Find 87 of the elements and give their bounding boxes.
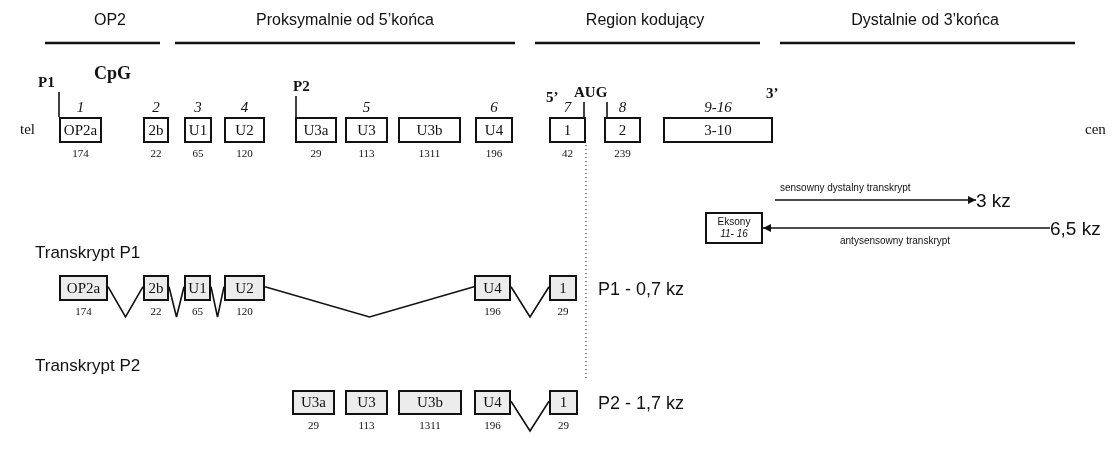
exon-box: 2b xyxy=(143,117,169,143)
exon-box: U1 xyxy=(184,117,212,143)
splice-line xyxy=(210,285,225,318)
exon-number: 9-16 xyxy=(703,100,733,115)
marker-line xyxy=(606,101,608,118)
exon-length: 22 xyxy=(149,148,163,159)
exon-box: U3a xyxy=(292,390,335,415)
exon-box: OP2a xyxy=(59,275,108,301)
exon-box: U3b xyxy=(398,117,461,143)
exon-box: U3 xyxy=(345,390,388,415)
exon-length: 196 xyxy=(483,420,502,431)
exon-number: 4 xyxy=(239,100,250,115)
exon-box: U3a xyxy=(295,117,337,143)
transcript-heading: Transkrypt P1 xyxy=(35,244,141,261)
splice-line xyxy=(107,285,144,319)
exon-number: 3 xyxy=(193,100,203,115)
exon-box: U4 xyxy=(475,117,513,143)
edge-label: antysensowny transkrypt xyxy=(840,236,951,246)
marker-line xyxy=(295,95,297,118)
exon-box: 2 xyxy=(604,117,641,143)
exon-length: 196 xyxy=(484,148,504,159)
exon-length: 174 xyxy=(74,306,93,317)
site-label: P2 xyxy=(293,78,310,95)
exon-length: 42 xyxy=(561,148,574,159)
arrow xyxy=(762,224,1051,232)
exon-length: 22 xyxy=(149,306,163,317)
section-heading: Region kodujący xyxy=(584,12,706,28)
marker-line xyxy=(58,91,60,118)
exon-length: 1311 xyxy=(418,420,442,431)
section-heading: Dystalnie od 3’końca xyxy=(850,12,1000,28)
exon-box: U3b xyxy=(398,390,462,415)
exon-length: 29 xyxy=(557,420,570,431)
size-label: 6,5 kz xyxy=(1050,215,1101,241)
exon-box: 1 xyxy=(549,117,586,143)
site-label: P1 xyxy=(38,74,55,91)
exon-box: 3-10 xyxy=(663,117,773,143)
exon-box: 1 xyxy=(549,390,578,415)
exon-number: 8 xyxy=(617,100,628,115)
section-heading: Proksymalnie od 5’końca xyxy=(255,12,435,28)
exon-box: U3 xyxy=(345,117,388,143)
arrow xyxy=(774,196,977,204)
exon-length: 120 xyxy=(235,306,254,317)
exon-length: 1311 xyxy=(417,148,442,159)
exon-box: U4 xyxy=(474,275,511,301)
edge-label: sensowny dystalny transkrypt xyxy=(780,183,911,193)
exon-box: U1 xyxy=(184,275,211,301)
exon-number: 7 xyxy=(562,100,573,115)
exon-box: 1 xyxy=(549,275,577,301)
marker-line xyxy=(583,101,585,118)
exon-number: 1 xyxy=(75,100,86,115)
size-label: 3 kz xyxy=(976,187,1011,213)
exon-box: U4 xyxy=(474,390,511,415)
transcript-heading: Transkrypt P2 xyxy=(35,357,141,374)
splice-line xyxy=(510,285,550,319)
exon-length: 29 xyxy=(307,420,320,431)
end-label: cen xyxy=(1085,122,1106,137)
exon-length: 120 xyxy=(235,148,254,159)
transcript-size: P1 - 0,7 kz xyxy=(598,280,685,298)
exon-length: 29 xyxy=(556,306,570,317)
exon-length: 239 xyxy=(613,148,632,159)
site-label: AUG xyxy=(574,84,608,101)
transcript-size: P2 - 1,7 kz xyxy=(598,394,685,412)
splice-line xyxy=(168,285,185,318)
end-label: 5’ xyxy=(546,90,559,105)
section-heading: OP2 xyxy=(93,12,127,28)
box-heading: Eksony xyxy=(717,216,751,228)
exon-length: 29 xyxy=(309,148,323,159)
exon-number: 6 xyxy=(489,100,499,115)
exon-number: 2 xyxy=(151,100,161,115)
box-subtext: 11- 16 xyxy=(720,228,748,240)
exon-box: U2 xyxy=(224,117,265,143)
exon-number: 5 xyxy=(361,100,372,115)
splice-line xyxy=(264,285,475,318)
exon-length: 113 xyxy=(357,148,376,159)
exon-box: 2b xyxy=(143,275,169,301)
splice-line xyxy=(510,400,550,433)
exon-length: 196 xyxy=(483,306,502,317)
exon-length: 174 xyxy=(71,148,90,159)
end-label: 3’ xyxy=(766,86,779,101)
exon-box: OP2a xyxy=(59,117,102,143)
exon-length: 113 xyxy=(357,420,376,431)
exon-box xyxy=(705,212,763,244)
end-label: tel xyxy=(20,122,35,137)
exon-length: 65 xyxy=(191,306,204,317)
exon-length: 65 xyxy=(191,148,205,159)
cpg-label: CpG xyxy=(94,64,131,82)
exon-box: U2 xyxy=(224,275,265,301)
